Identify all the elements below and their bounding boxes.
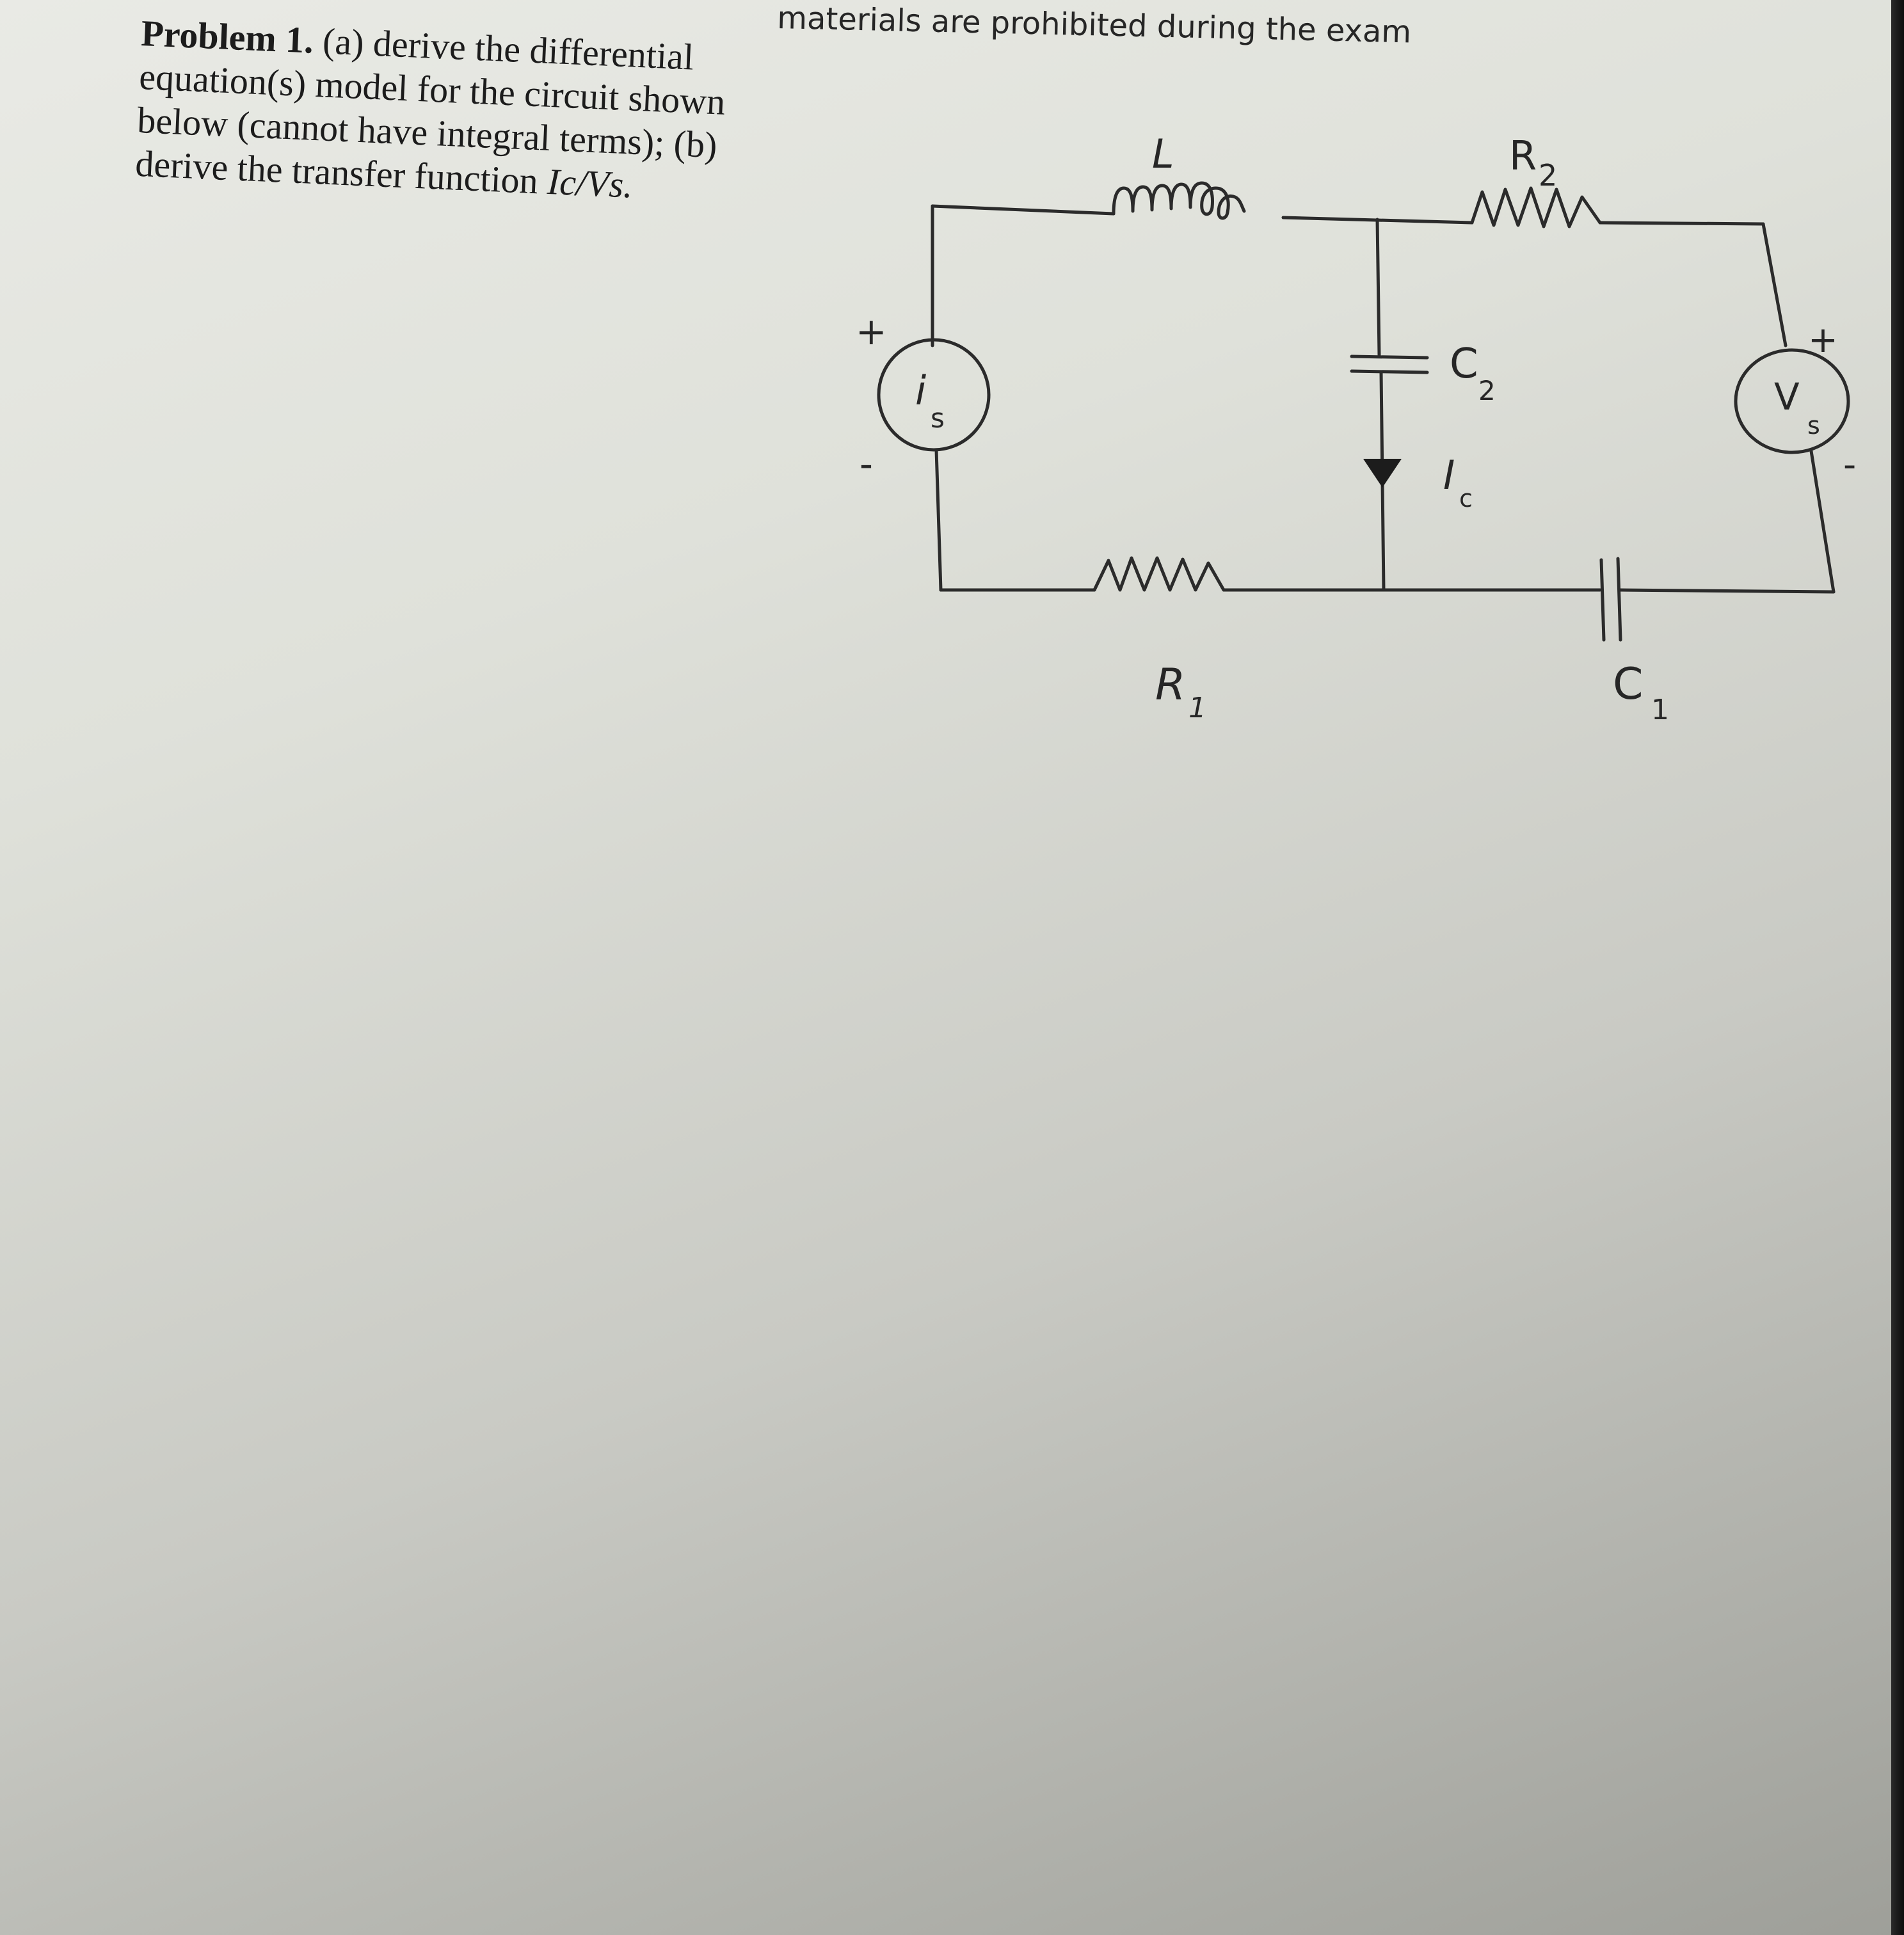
capacitor-c2-plate-bottom — [1350, 369, 1429, 374]
voltage-source-minus: - — [1843, 444, 1856, 486]
wire-right-top — [1761, 222, 1788, 347]
current-arrow-icon — [1363, 459, 1402, 488]
current-source-symbol — [877, 338, 991, 452]
resistor-r1-label: R — [1155, 660, 1185, 710]
capacitor-c1-plate-right — [1616, 557, 1622, 642]
resistor-r1-symbol — [1092, 556, 1226, 592]
wire-middle-top — [1375, 218, 1381, 357]
resistor-r2-label: R — [1509, 132, 1537, 179]
inductor-label: L — [1152, 131, 1174, 177]
resistor-r2-symbol — [1470, 186, 1602, 228]
voltage-source-label: V — [1774, 375, 1800, 418]
capacitor-c1-label: C — [1613, 659, 1643, 710]
page-edge-shadow — [1891, 0, 1904, 1935]
wire-bottom-right — [1617, 588, 1836, 594]
capacitor-c1-plate-left — [1599, 558, 1606, 642]
current-ic-subscript: c — [1459, 484, 1473, 513]
current-source-minus: - — [860, 442, 873, 486]
capacitor-c2-plate-top — [1350, 354, 1429, 360]
voltage-source-subscript: s — [1807, 411, 1820, 440]
resistor-r2-subscript: 2 — [1539, 158, 1557, 193]
current-source-plus: + — [856, 310, 887, 353]
resistor-r1-subscript: 1 — [1188, 692, 1206, 724]
current-ic-label: I — [1443, 452, 1455, 498]
inductor-symbol — [1112, 181, 1246, 220]
voltage-source-symbol — [1734, 348, 1850, 454]
wire-top-left — [931, 204, 1116, 216]
wire-top-right — [1598, 221, 1765, 226]
wire-left-bottom — [934, 448, 943, 592]
capacitor-c1-subscript: 1 — [1651, 694, 1669, 726]
current-source-subscript: s — [931, 402, 945, 434]
wire-right-bottom — [1809, 449, 1836, 594]
capacitor-c2-label: C — [1450, 340, 1478, 388]
current-source-label: i — [915, 367, 926, 414]
voltage-source-plus: + — [1808, 319, 1838, 361]
capacitor-c2-subscript: 2 — [1478, 375, 1496, 406]
